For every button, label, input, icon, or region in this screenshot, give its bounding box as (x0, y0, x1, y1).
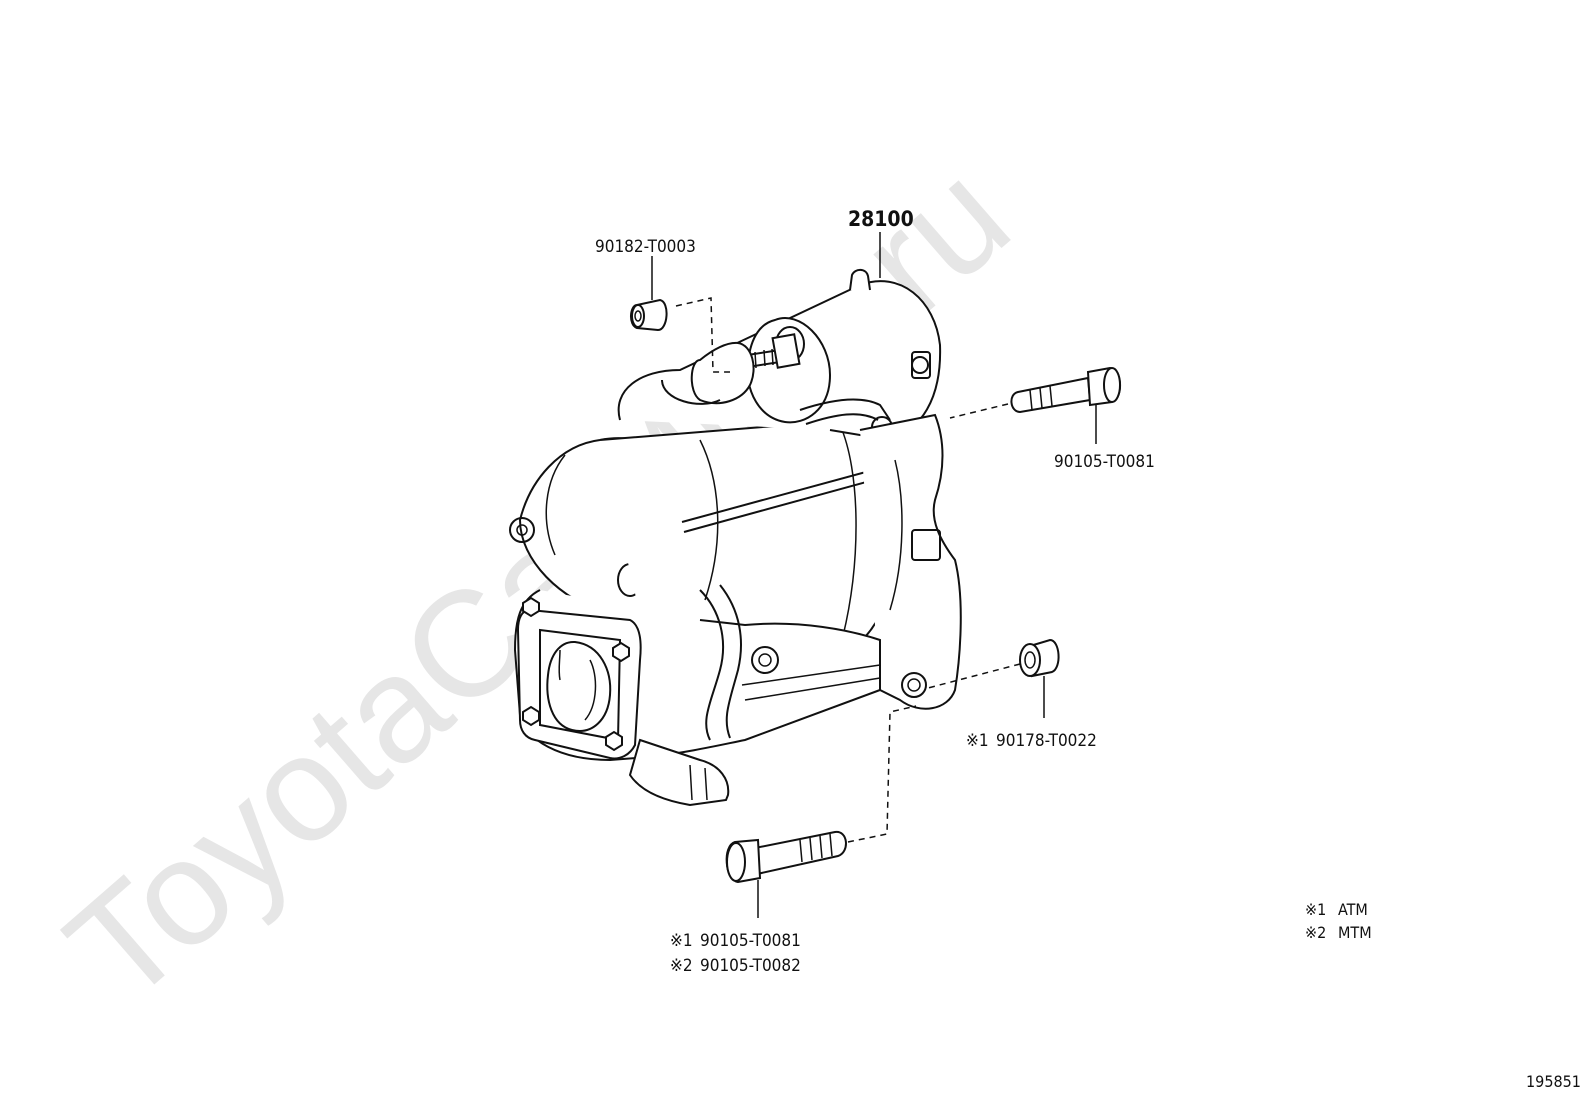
label-starter: 28100 (848, 207, 914, 231)
marker-bolt-bottom-2: ※2 (670, 956, 693, 976)
label-bolt-bottom-1: 90105-T0081 (700, 931, 801, 951)
bolt-90105-bottom[interactable] (725, 830, 847, 884)
marker-nut-right: ※1 (966, 731, 989, 751)
legend-text-2: MTM (1338, 923, 1372, 942)
dash-90105-bottom (847, 705, 917, 843)
legend: ※1 ATM ※2 MTM (1305, 900, 1372, 942)
legend-text-1: ATM (1338, 900, 1368, 919)
nut-90182-t0003[interactable] (630, 298, 668, 332)
starter-motor-drawing (509, 268, 962, 807)
legend-marker-1: ※1 (1305, 900, 1326, 919)
legend-marker-2: ※2 (1305, 923, 1326, 942)
label-bolt-bottom-2: 90105-T0082 (700, 956, 801, 976)
label-nut-right: 90178-T0022 (996, 731, 1097, 751)
flange-bolt-head (522, 596, 630, 752)
bolt-90105-t0081-right[interactable] (1010, 366, 1121, 414)
diagram-id: 195851 (1526, 1072, 1581, 1091)
dash-90178 (927, 663, 1021, 689)
label-bolt-right: 90105-T0081 (1054, 452, 1155, 472)
dash-90105-right (949, 403, 1009, 419)
label-nut-top: 90182-T0003 (595, 237, 696, 257)
nut-90178-t0022[interactable] (1019, 638, 1060, 678)
marker-bolt-bottom-1: ※1 (670, 931, 693, 951)
